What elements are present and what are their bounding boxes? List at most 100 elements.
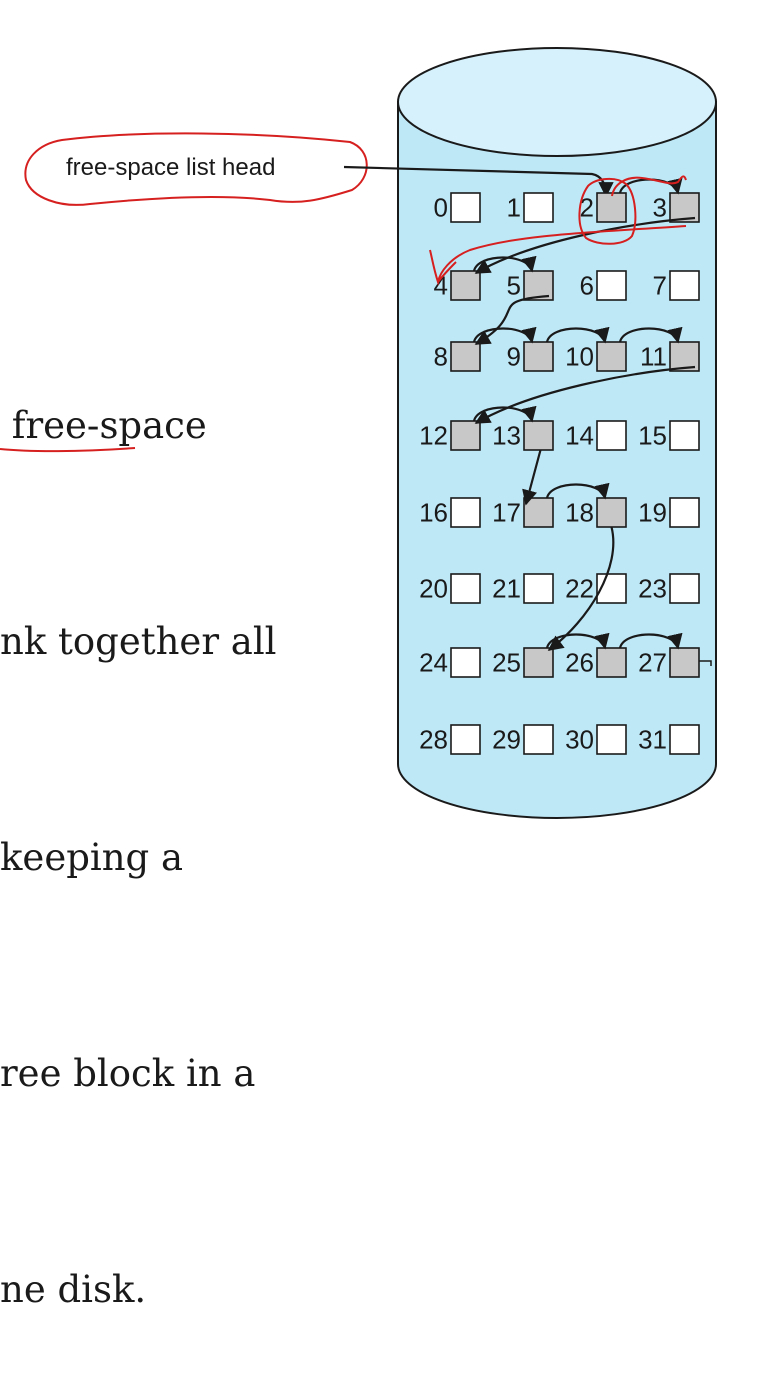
free-block-box [523,497,554,528]
block-number-label: 30 [565,725,594,755]
block-number-label: 6 [580,271,594,301]
block-number-label: 20 [419,574,448,604]
free-block-box [523,341,554,372]
disk-block-3: 3 [653,192,700,223]
disk-block-8: 8 [434,341,481,372]
block-number-label: 29 [492,725,521,755]
block-number-label: 25 [492,648,521,678]
disk-block-20: 20 [419,573,481,604]
used-block-box [669,724,700,755]
slide-text-line: nk together all [0,620,277,663]
slide-text-line: ne disk. [0,1268,147,1311]
disk-block-10: 10 [565,341,627,372]
disk-block-19: 19 [638,497,700,528]
block-number-label: 28 [419,725,448,755]
free-block-box [450,341,481,372]
block-number-label: 8 [434,342,448,372]
free-block-box [450,270,481,301]
free-link-arrow-8-to-9 [472,326,537,344]
used-block-box [450,573,481,604]
free-link-arrow-26-to-27 [618,632,683,650]
disk-block-28: 28 [419,724,481,755]
free-link-arrow-4-to-5 [472,255,537,273]
disk-block-14: 14 [565,420,627,451]
disk-block-25: 25 [492,647,554,678]
block-number-label: 23 [638,574,667,604]
used-block-box [596,724,627,755]
used-block-box [669,420,700,451]
used-block-box [450,724,481,755]
block-number-label: 5 [507,271,521,301]
free-block-box [523,647,554,678]
free-block-box [596,497,627,528]
disk-block-7: 7 [653,270,700,301]
disk-block-23: 23 [638,573,700,604]
free-block-box [596,341,627,372]
disk-block-29: 29 [492,724,554,755]
block-number-label: 3 [653,193,667,223]
disk-block-12: 12 [419,420,481,451]
block-number-label: 10 [565,342,594,372]
used-block-box [450,192,481,223]
used-block-box [596,270,627,301]
disk-block-2: 2 [580,192,627,223]
free-block-box [596,647,627,678]
disk-block-6: 6 [580,270,627,301]
disk-block-21: 21 [492,573,554,604]
block-number-label: 22 [565,574,594,604]
block-number-label: 1 [507,193,521,223]
block-number-label: 31 [638,725,667,755]
block-number-label: 19 [638,498,667,528]
block-number-label: 14 [565,421,594,451]
block-number-label: 7 [653,271,667,301]
block-number-label: 13 [492,421,521,451]
free-block-box [450,420,481,451]
block-number-label: 0 [434,193,448,223]
free-link-arrow-18-to-25 [547,526,615,651]
annotation-scribble-block-3 [611,175,687,197]
block-number-label: 21 [492,574,521,604]
block-number-label: 11 [640,342,667,372]
free-link-arrow-25-to-26 [545,632,610,650]
disk-block-17: 17 [492,497,554,528]
disk-block-30: 30 [565,724,627,755]
annotation-arrow-to-block-4 [429,225,687,286]
free-block-box [596,192,627,223]
annotation-circle-block-2 [578,178,637,245]
head-label-annotation-bubble [24,132,368,206]
keeping-underline [0,447,136,453]
free-link-arrow-10-to-11 [618,326,683,344]
free-block-box [523,420,554,451]
used-block-box [450,497,481,528]
used-block-box [523,573,554,604]
used-block-box [669,497,700,528]
free-link-arrow-3-to-4 [474,216,696,274]
free-link-arrow-12-to-13 [472,405,537,423]
disk-block-18: 18 [565,497,627,528]
free-space-list-head-label: free-space list head [66,154,275,181]
block-number-label: 9 [507,342,521,372]
used-block-box [596,420,627,451]
disk-block-1: 1 [507,192,554,223]
block-number-label: 18 [565,498,594,528]
used-block-box [669,270,700,301]
block-number-label: 2 [580,193,594,223]
red-annotation-marks [429,175,687,286]
free-link-arrow-5-to-8 [474,294,550,345]
free-block-box [669,647,700,678]
free-link-arrow-11-to-12 [474,365,696,424]
slide-text-line: free-space [0,404,207,447]
disk-block-11: 11 [640,341,700,372]
disk-top [397,47,717,157]
block-number-label: 12 [419,421,448,451]
used-block-box [523,724,554,755]
disk-block-31: 31 [638,724,700,755]
block-number-label: 24 [419,648,448,678]
slide-text-line: ree block in a [0,1052,256,1095]
block-number-label: 26 [565,648,594,678]
free-link-arrow-17-to-18 [545,482,610,500]
disk-block-16: 16 [419,497,481,528]
disk-block-9: 9 [507,341,554,372]
block-number-label: 27 [638,648,667,678]
list-end-mark [699,660,712,666]
